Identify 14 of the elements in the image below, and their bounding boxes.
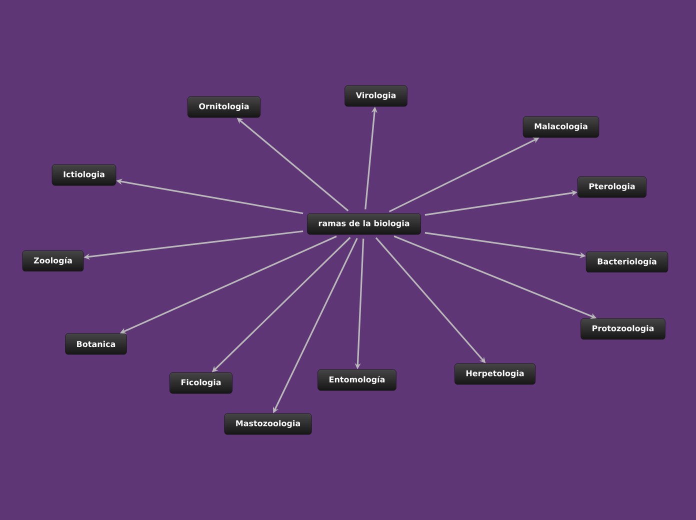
topic-box: Herpetologia <box>454 363 536 385</box>
topic-box: Malacologia <box>522 116 600 138</box>
topic-box: Mastozoologia <box>224 413 312 435</box>
topic-box: Pterologia <box>577 176 647 198</box>
topic-box: Entomología <box>318 369 396 391</box>
topic-box: Virologia <box>344 85 408 107</box>
topic-box: Ornitologia <box>188 96 260 118</box>
topic-box: Ficologia <box>170 372 232 394</box>
topic-box: Protozoologia <box>580 318 666 340</box>
topic-box: ramas de la biologia <box>307 213 421 235</box>
topic-box: Ictiologia <box>52 164 116 186</box>
topic-box: Zoología <box>22 250 84 272</box>
topic-box: Bacteriología <box>586 251 668 273</box>
topic-box: Botanica <box>65 333 127 355</box>
